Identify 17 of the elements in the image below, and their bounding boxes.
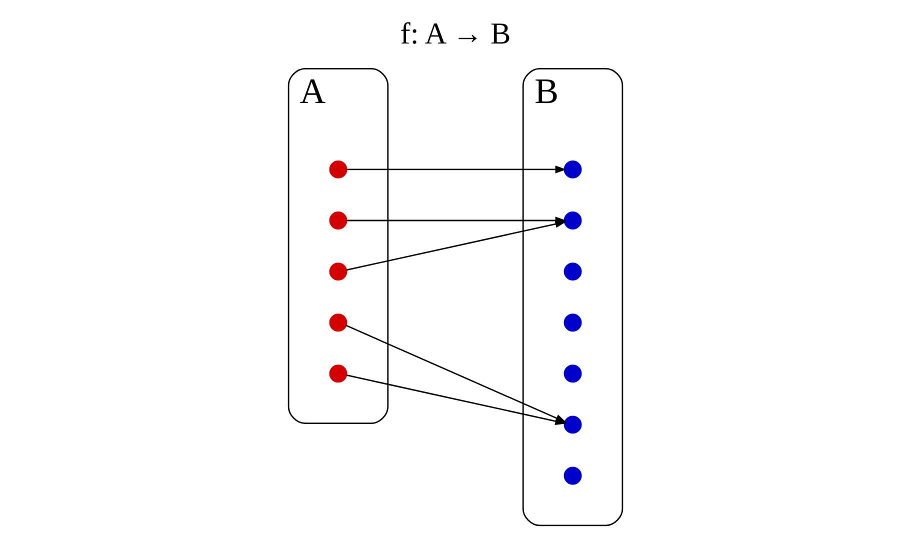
node-circle bbox=[564, 212, 582, 230]
node-circle bbox=[329, 314, 348, 332]
cluster: B bbox=[522, 68, 624, 526]
arrow bbox=[346, 166, 566, 174]
diagram-title: f: A → B bbox=[400, 16, 511, 50]
cluster: A bbox=[288, 68, 389, 424]
node-circle bbox=[329, 212, 348, 230]
arrow bbox=[346, 220, 566, 271]
node-circle bbox=[329, 160, 348, 178]
node-circle bbox=[564, 262, 582, 281]
node-circle bbox=[564, 364, 582, 383]
node-circle bbox=[564, 466, 582, 485]
node-circle bbox=[564, 416, 582, 434]
node-circle bbox=[564, 160, 582, 178]
node-circle bbox=[329, 262, 348, 281]
node-circle bbox=[329, 364, 348, 383]
node-circle bbox=[564, 314, 582, 332]
